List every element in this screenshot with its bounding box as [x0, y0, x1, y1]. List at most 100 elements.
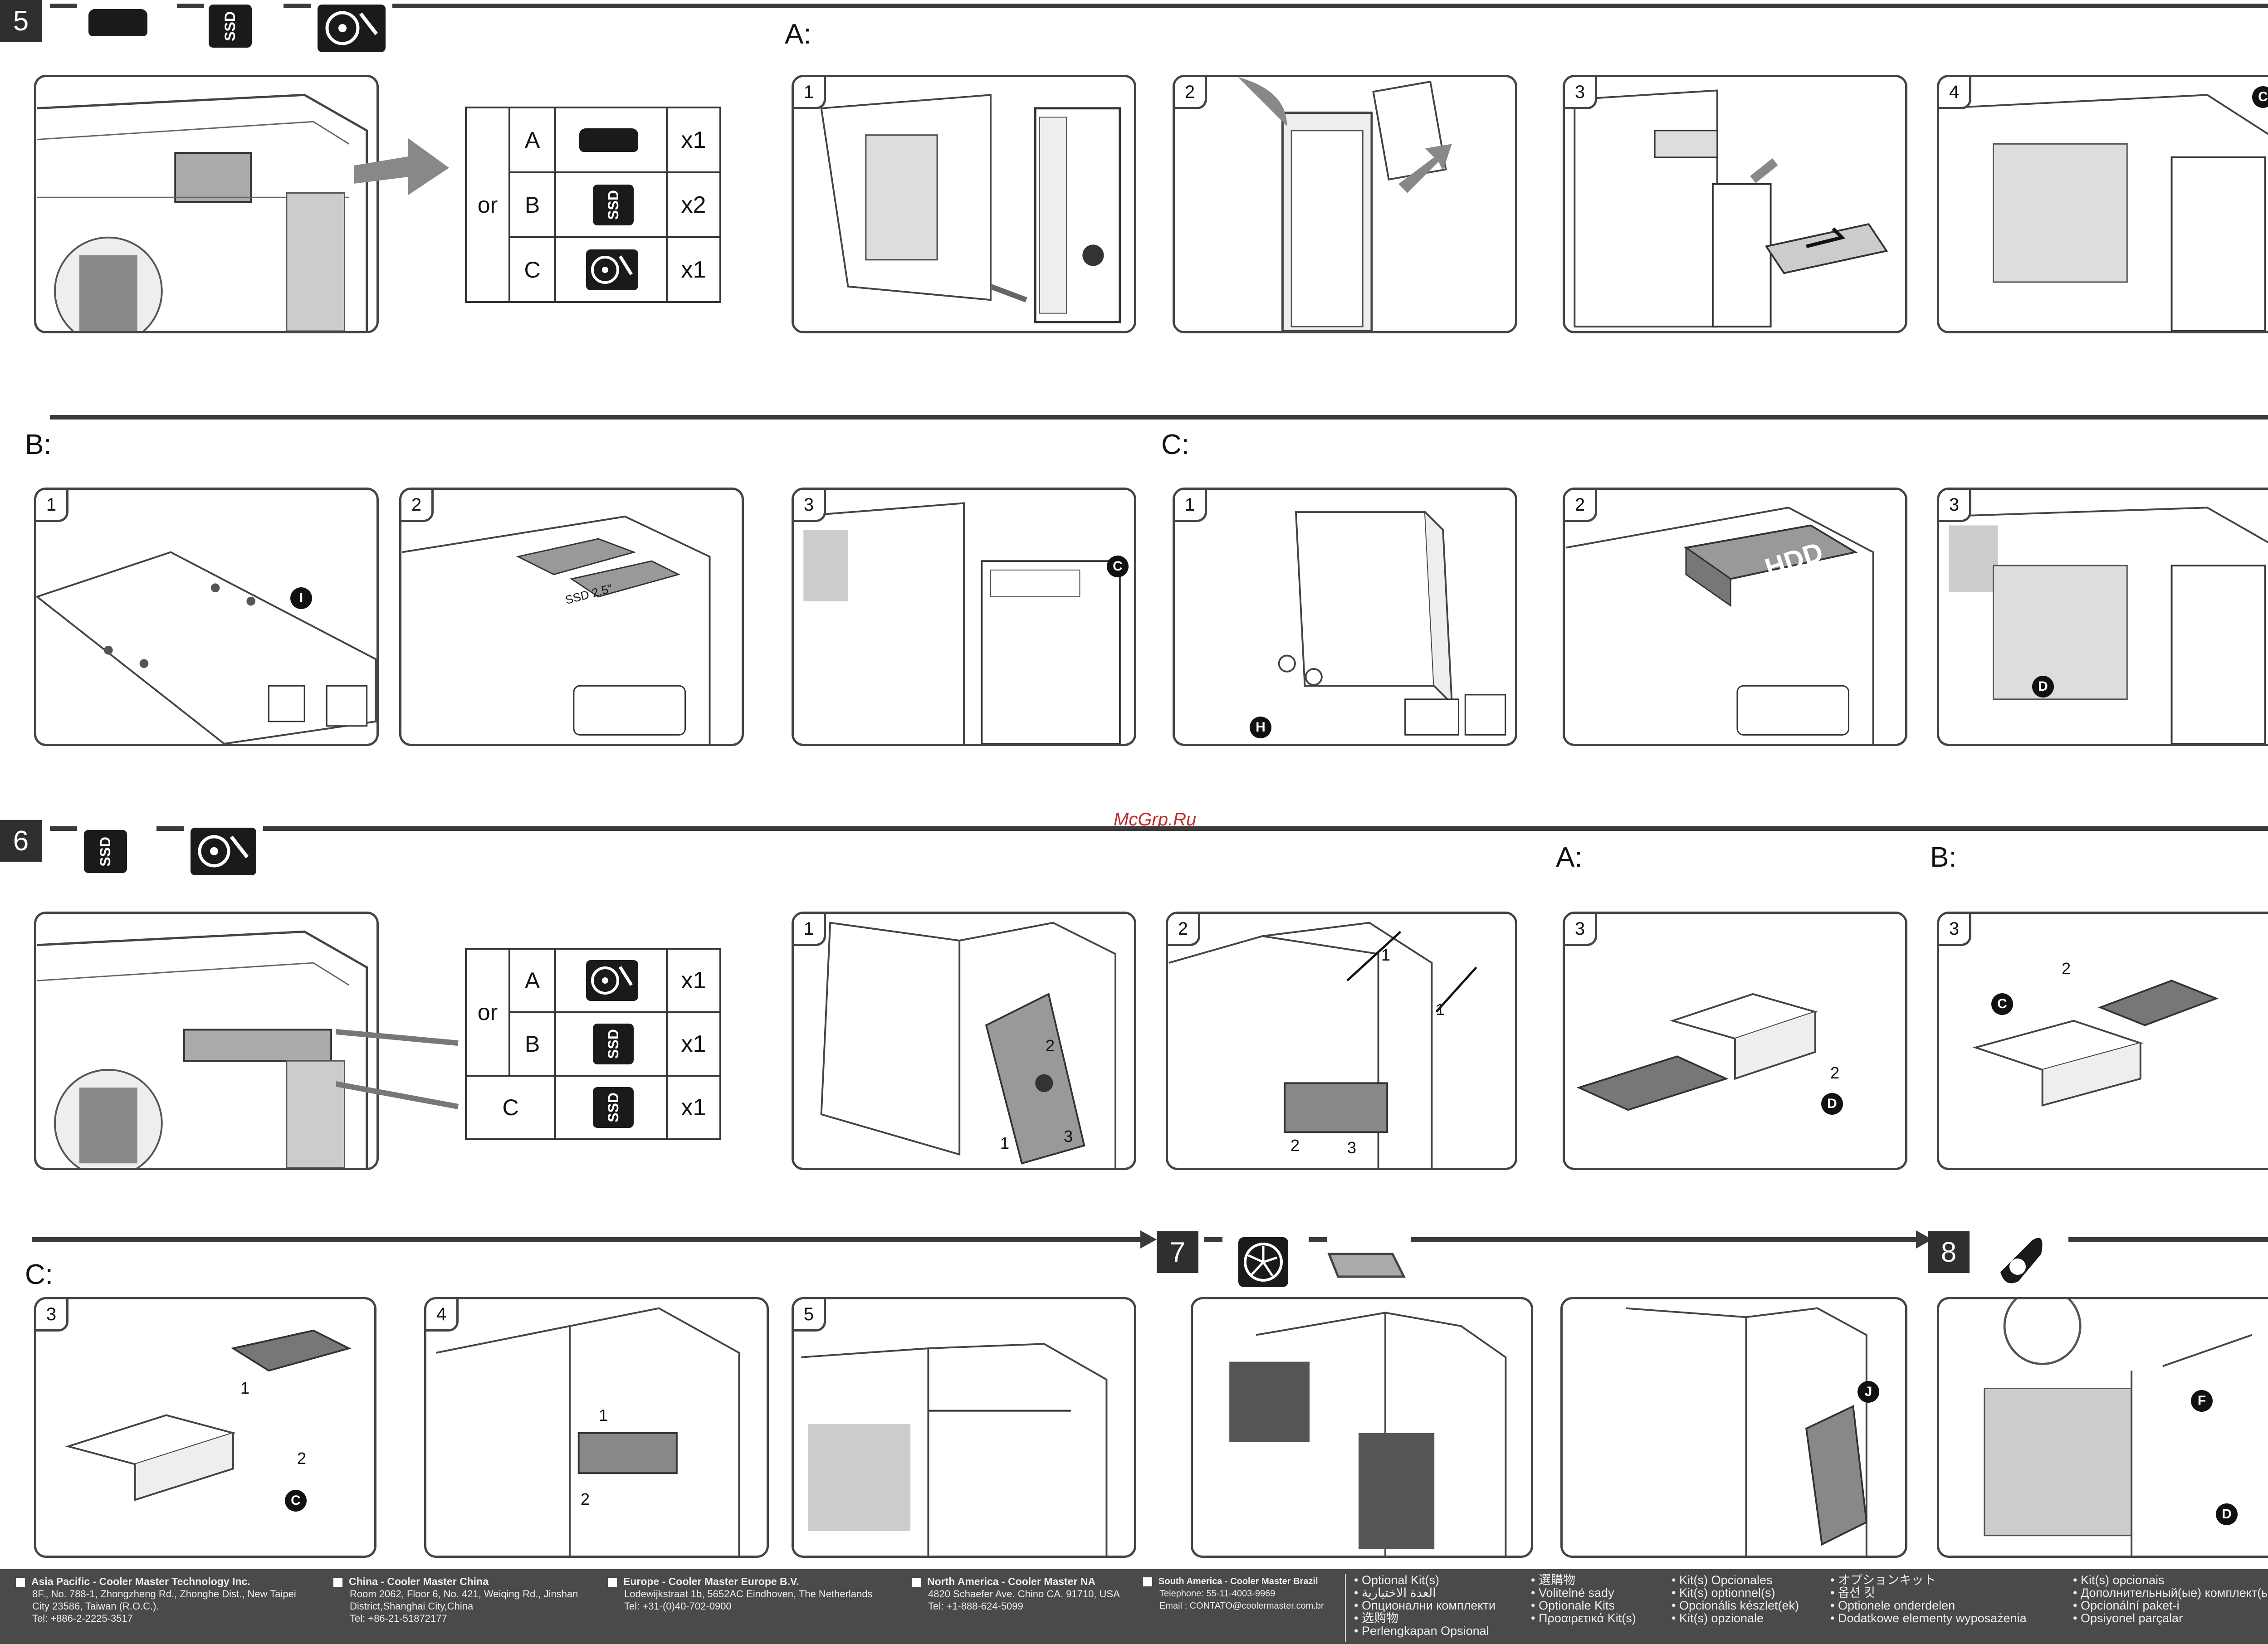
option-c-qty: x1 [666, 236, 721, 303]
kit-text: • オプションキット [1830, 1573, 1936, 1587]
ssd-icon: SSD [593, 1087, 634, 1128]
marker-f: F [2191, 1390, 2213, 1412]
pointer-lines [336, 1029, 459, 1109]
optional-kits-col-5: • Kit(s) opcionais • Дополнительный(ые) … [2073, 1574, 2268, 1624]
optional-kits-col-4: • オプションキット • 옵션 킷 • Optionele onderdelen… [1830, 1574, 2053, 1624]
optional-kits-col-3: • Kit(s) Opcionales • Kit(s) optionnel(s… [1672, 1574, 1830, 1624]
panel-number: 1 [794, 914, 826, 946]
section-6b-step-3: 3 2 C [1937, 912, 2268, 1170]
step-label-2: 2 [1046, 1036, 1055, 1055]
kit-text: • Kit(s) optionnel(s) [1672, 1586, 1775, 1600]
step-label-1: 1 [1381, 946, 1391, 964]
section-5-options-table: or A x1 B SSD x2 C x1 [465, 107, 721, 303]
panel-number: 2 [1565, 490, 1597, 522]
marker-d: D [2216, 1503, 2238, 1525]
contact-asia-title: Asia Pacific - Cooler Master Technology … [31, 1576, 250, 1587]
step-7-number: 7 [1157, 1231, 1198, 1273]
kit-text: • Opcionální paket-i [2073, 1599, 2180, 1612]
section-6a-step-3: 3 2 D [1563, 912, 1907, 1170]
section-5a-step-2: 2 [1173, 75, 1517, 333]
kit-text: • Opsiyonel parçalar [2073, 1611, 2183, 1625]
kit-text: • اﻟﻌﺪة اﻻﺧﺘﻴﺎرﻳﺔ [1354, 1586, 1436, 1600]
screw-marker-h: H [1250, 717, 1271, 738]
option-a-icon-cell [554, 107, 668, 173]
optical-drive-icon [88, 9, 147, 36]
hdd-icon [586, 960, 638, 1001]
optical-drive-icon [579, 128, 638, 152]
kit-text: • Kit(s) opcionais [2073, 1573, 2165, 1587]
option-a-qty: x1 [666, 948, 721, 1013]
panel-number: 1 [1175, 490, 1207, 522]
panel-number: 3 [1565, 77, 1597, 109]
screw-marker-c: C [2252, 86, 2268, 108]
divider [156, 826, 184, 831]
fan-icon [1238, 1237, 1288, 1287]
or-cell: or [465, 948, 510, 1077]
section-8-bracket-install: F D [1937, 1297, 2268, 1558]
contact-europe-title: Europe - Cooler Master Europe B.V. [623, 1576, 799, 1587]
step-label-3: 3 [1347, 1138, 1357, 1157]
optional-kits-col-2: • 選購物 • Volitelné sady • Optionale Kits … [1531, 1574, 1667, 1624]
kit-text: • Optional Kit(s) [1354, 1573, 1440, 1587]
contact-asia-line1: 8F., No. 788-1, Zhongzheng Rd., Zhonghe … [32, 1588, 296, 1600]
option-b-icon-cell: SSD [554, 1011, 668, 1077]
panel-number: 4 [1939, 77, 1971, 109]
ssd-icon-label: SSD [97, 836, 113, 867]
contact-china: China - Cooler Master China Room 2062, F… [333, 1576, 615, 1624]
step-label-3: 3 [1064, 1127, 1073, 1146]
option-a: A [508, 107, 556, 173]
hdd-icon [586, 249, 638, 290]
kit-text: • Perlengkapan Opsional [1354, 1624, 1489, 1638]
kit-text: • Volitelné sady [1531, 1586, 1614, 1600]
watermark: McGrp.Ru [1114, 810, 1197, 829]
section-7-filter-install: J [1560, 1297, 1907, 1558]
step-label-1: 1 [240, 1379, 250, 1397]
divider [284, 4, 311, 8]
panel-number: 3 [1939, 490, 1971, 522]
panel-number: 1 [794, 77, 826, 109]
ssd-icon-label: SSD [605, 190, 621, 220]
contact-asia: Asia Pacific - Cooler Master Technology … [16, 1576, 338, 1624]
divider [50, 826, 77, 831]
optional-kits-col-1: • Optional Kit(s) • اﻟﻌﺪة اﻻﺧﺘﻴﺎرﻳﺔ • Оп… [1354, 1574, 1535, 1637]
step-label-1: 1 [599, 1406, 608, 1424]
panel-number: 3 [36, 1299, 68, 1332]
section-7-arrow [1411, 1230, 1932, 1249]
section-5b-title: B: [25, 429, 52, 460]
section-6-arrow [263, 826, 2268, 831]
section-5b-step-3: 3 C [792, 488, 1136, 746]
kit-text: • 選購物 [1531, 1573, 1575, 1587]
contact-na-line2: Tel: +1-888-624-5099 [928, 1600, 1023, 1612]
kit-text: • Опционални комплекти [1354, 1599, 1496, 1612]
contact-china-title: China - Cooler Master China [349, 1576, 489, 1587]
kit-text: • Дополнительный(ые) комплект(ы) [2073, 1586, 2268, 1600]
marker-j: J [1857, 1381, 1879, 1403]
ssd-icon: SSD [84, 830, 127, 873]
kit-text: • Kit(s) Opcionales [1672, 1573, 1773, 1587]
section-6-options-table: or A x1 B SSD x1 C SSD x1 [465, 948, 721, 1140]
dust-filter-icon [1327, 1253, 1406, 1278]
section-5a-step-1: 1 [792, 75, 1136, 333]
step-label-2: 2 [2062, 959, 2071, 978]
step-label-2: 2 [1830, 1063, 1840, 1082]
step-8-number: 8 [1928, 1231, 1970, 1273]
option-b-icon-cell: SSD [554, 171, 668, 238]
panel-number: 1 [36, 490, 68, 522]
step-5-number: 5 [0, 0, 42, 42]
step-label-2: 2 [581, 1490, 590, 1508]
section-5-arrow-2 [50, 415, 2268, 420]
option-a: A [508, 948, 556, 1013]
step-label-1b: 1 [1436, 1000, 1445, 1019]
kit-text: • Optionale Kits [1531, 1599, 1615, 1612]
kit-text: • Kit(s) opzionale [1672, 1611, 1764, 1625]
ssd-icon-label: SSD [605, 1029, 621, 1059]
option-c: C [465, 1075, 556, 1140]
section-6-overview-image [34, 912, 379, 1170]
section-5c-step-1: 1 H [1173, 488, 1517, 746]
contact-china-line1: Room 2062, Floor 6, No. 421, Weiqing Rd.… [350, 1588, 578, 1600]
section-6c-step-3: 3 1 2 C [34, 1297, 376, 1558]
hdd-icon [318, 5, 386, 52]
divider [50, 4, 77, 8]
panel-number: 2 [401, 490, 434, 522]
step-label-2: 2 [297, 1449, 307, 1468]
